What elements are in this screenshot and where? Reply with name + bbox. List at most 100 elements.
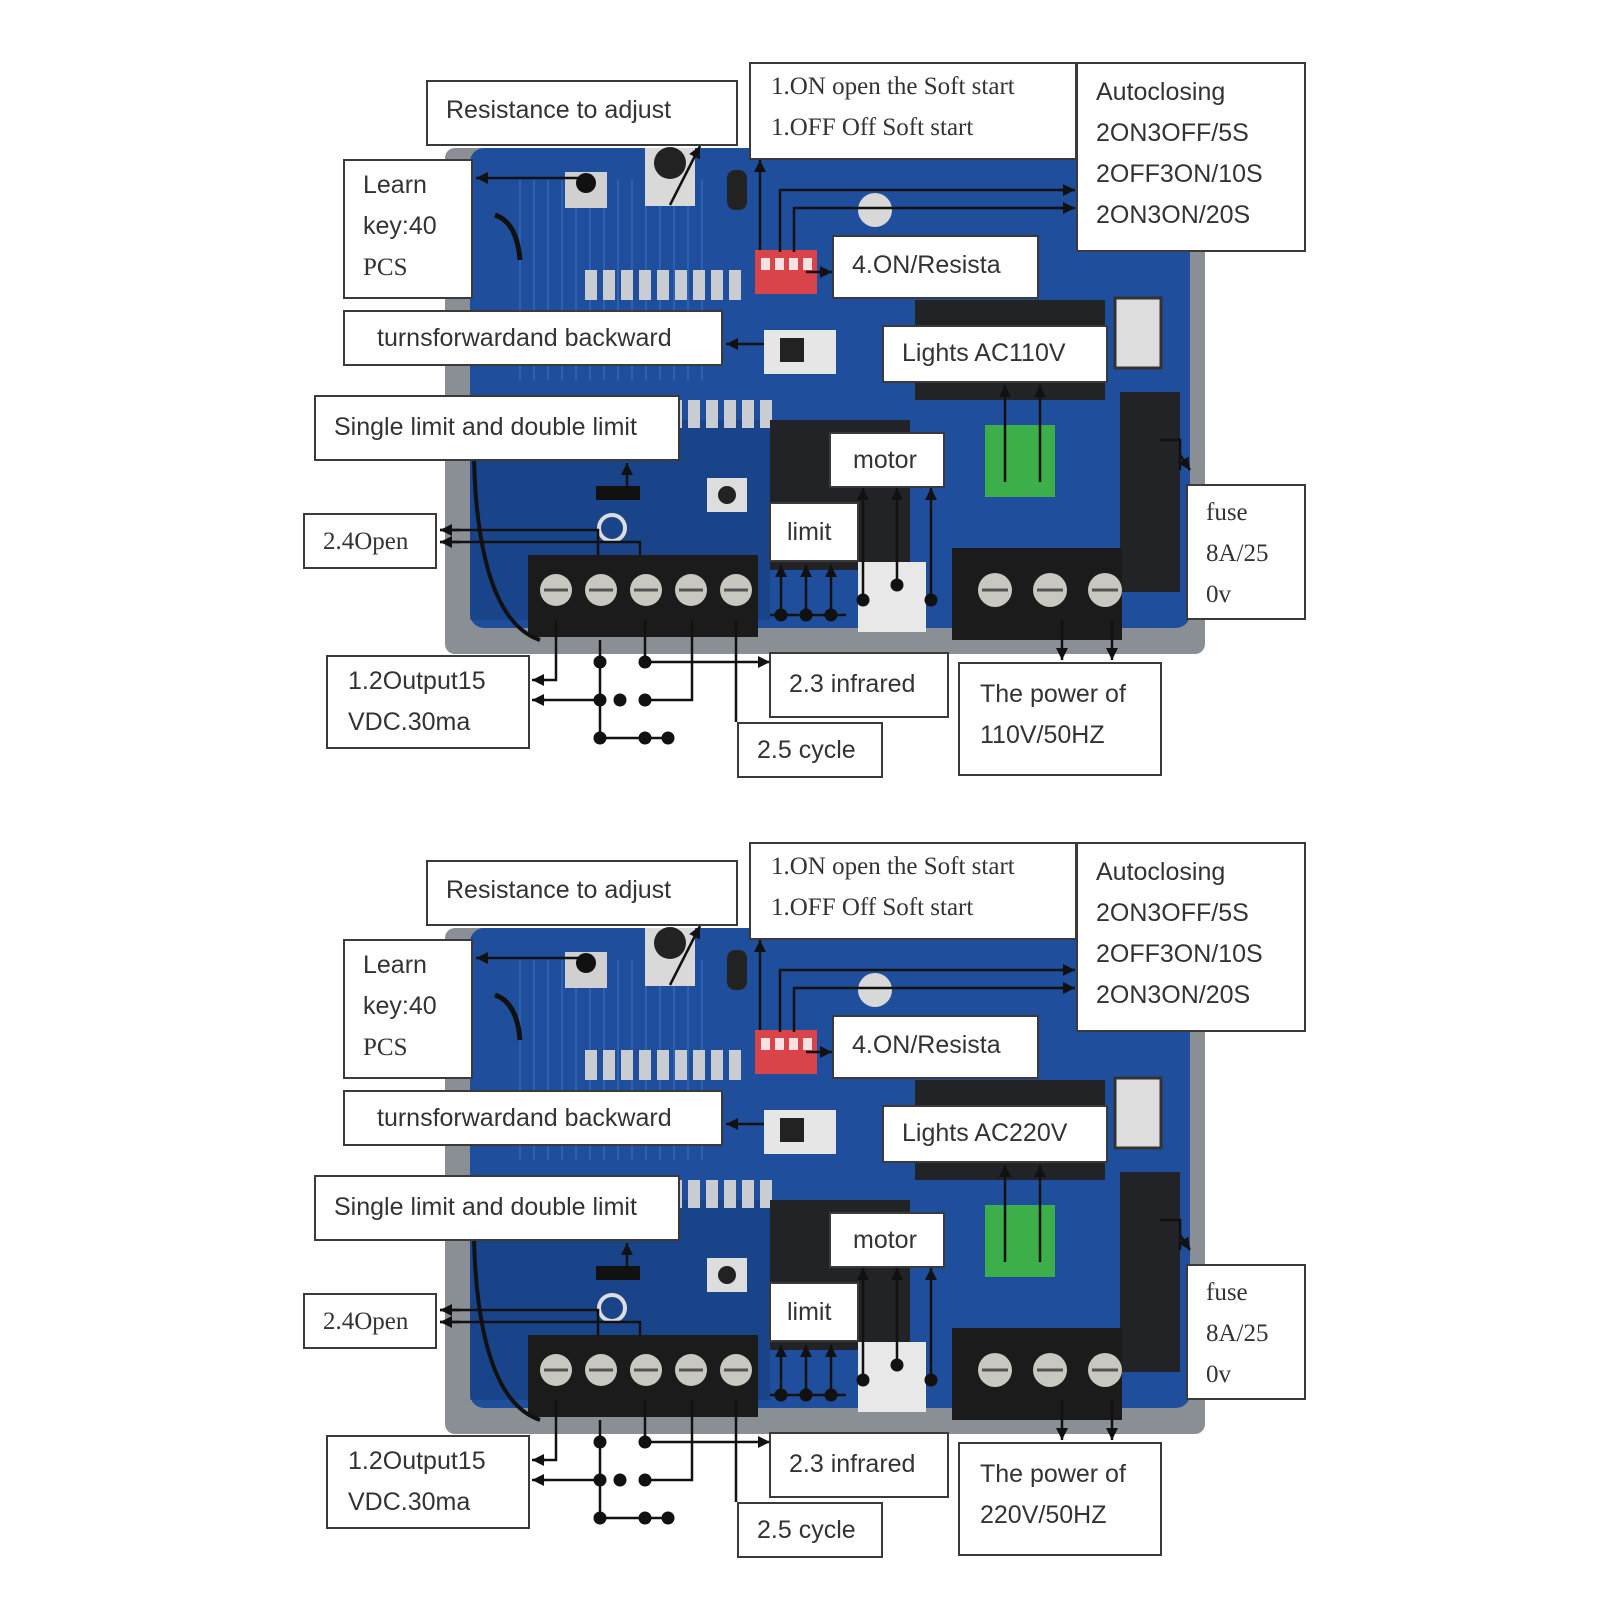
smd-component bbox=[760, 400, 772, 428]
label-learn-key: Learn key:40 PCS bbox=[343, 159, 473, 299]
smd-component bbox=[639, 1050, 651, 1080]
label-lights: Lights AC220V bbox=[882, 1105, 1108, 1163]
lights-b-arrowhead bbox=[1034, 385, 1046, 397]
fuse-holder bbox=[1120, 1172, 1180, 1372]
output-line-c bbox=[645, 1400, 694, 1482]
learn-key-arrowhead bbox=[476, 172, 488, 184]
dip-switch-lever bbox=[761, 258, 770, 270]
label-text: 0v bbox=[1206, 1361, 1231, 1388]
bus-dot bbox=[613, 1473, 627, 1487]
dip-switch-lever bbox=[789, 258, 798, 270]
label-text: motor bbox=[853, 1226, 917, 1254]
label-text: 1.2Output15 bbox=[348, 667, 486, 695]
tact-switch-cap bbox=[718, 486, 736, 504]
fuse-holder bbox=[1120, 392, 1180, 592]
label-fuse: fuse 8A/25 0v bbox=[1186, 484, 1306, 620]
label-limit: limit bbox=[769, 502, 859, 562]
smd-component bbox=[621, 270, 633, 300]
label-output: 1.2Output15 VDC.30ma bbox=[326, 1435, 530, 1529]
label-motor: motor bbox=[829, 1212, 945, 1268]
resistance-arrowhead bbox=[689, 146, 700, 160]
label-text: 2.4Open bbox=[323, 528, 409, 555]
label-text: 2ON3OFF/5S bbox=[1096, 899, 1249, 927]
dip-switch-lever bbox=[789, 1038, 798, 1050]
open-line-a bbox=[440, 528, 600, 555]
panel-stage: Resistance to adjust 1.ON open the Soft … bbox=[0, 780, 1601, 1560]
label-infrared: 2.3 infrared bbox=[769, 1432, 949, 1498]
label-text: key:40 bbox=[363, 992, 437, 1020]
label-autoclosing: Autoclosing 2ON3OFF/5S 2OFF3ON/10S 2ON3O… bbox=[1076, 842, 1306, 1032]
label-infrared: 2.3 infrared bbox=[769, 652, 949, 718]
label-text: 1.2Output15 bbox=[348, 1447, 486, 1475]
smd-component bbox=[742, 1180, 754, 1208]
label-turns-direction: turnsforwardand backward bbox=[343, 1090, 723, 1146]
label-text: 2ON3ON/20S bbox=[1096, 201, 1251, 229]
open-b-arrowhead bbox=[440, 1316, 452, 1328]
fuse-line bbox=[1160, 1218, 1182, 1250]
label-resistance-adjust: Resistance to adjust bbox=[426, 860, 738, 926]
open-line-b bbox=[440, 540, 642, 555]
autoclose-a-arrowhead bbox=[1063, 184, 1075, 196]
smd-component bbox=[693, 1050, 705, 1080]
fuse-arrowhead bbox=[1178, 456, 1190, 470]
label-text: 2.4Open bbox=[323, 1308, 409, 1335]
label-text: limit bbox=[787, 518, 832, 546]
autoclose-line-b bbox=[792, 986, 1073, 1032]
label-text: 8A/25 bbox=[1206, 540, 1269, 567]
smd-component bbox=[603, 1050, 615, 1080]
output-a-arrowhead bbox=[532, 1454, 544, 1466]
open-a-arrowhead bbox=[440, 524, 452, 536]
smd-component bbox=[724, 400, 736, 428]
dip-switch-lever bbox=[803, 258, 812, 270]
infrared-arrowhead bbox=[758, 656, 770, 668]
label-text: fuse bbox=[1206, 499, 1248, 526]
smd-component bbox=[621, 1050, 633, 1080]
label-cycle: 2.5 cycle bbox=[737, 1502, 883, 1558]
bus-dot bbox=[593, 655, 607, 669]
motor-a-arrowhead bbox=[857, 488, 869, 500]
label-soft-start: 1.ON open the Soft start 1.OFF Off Soft … bbox=[749, 62, 1077, 160]
lights-b-arrowhead bbox=[1034, 1165, 1046, 1177]
resistance-arrowhead bbox=[689, 926, 700, 940]
smd-component bbox=[729, 1050, 741, 1080]
learn-key-arrowhead bbox=[476, 952, 488, 964]
label-text: 0v bbox=[1206, 581, 1231, 608]
learn-button-cap bbox=[576, 953, 596, 973]
label-text: 4.ON/Resista bbox=[852, 1031, 1001, 1059]
softstart-arrowhead bbox=[754, 160, 766, 172]
autoclose-b-arrowhead bbox=[1063, 982, 1075, 994]
smd-component bbox=[639, 270, 651, 300]
output-b-arrowhead bbox=[532, 694, 544, 706]
open-line-b bbox=[440, 1320, 642, 1335]
fuse-arrowhead bbox=[1178, 1236, 1190, 1250]
label-text: 2.3 infrared bbox=[789, 670, 916, 698]
potentiometer-knob bbox=[654, 927, 686, 959]
label-text: 2ON3ON/20S bbox=[1096, 981, 1251, 1009]
label-text: 4.ON/Resista bbox=[852, 251, 1001, 279]
smd-component bbox=[706, 400, 718, 428]
autoclose-a-arrowhead bbox=[1063, 964, 1075, 976]
smd-component bbox=[688, 400, 700, 428]
antenna-tip bbox=[494, 992, 523, 1041]
diagram-panel-220v: Resistance to adjust 1.ON open the Soft … bbox=[0, 780, 1601, 1560]
label-text: 2.5 cycle bbox=[757, 1516, 856, 1544]
smd-component bbox=[585, 1050, 597, 1080]
label-text: limit bbox=[787, 1298, 832, 1326]
resista-arrowhead bbox=[820, 1046, 832, 1058]
plug-connector bbox=[1113, 296, 1163, 370]
label-output: 1.2Output15 VDC.30ma bbox=[326, 655, 530, 749]
label-text: 2.5 cycle bbox=[757, 736, 856, 764]
limit-connector bbox=[858, 562, 926, 632]
limit-c-arrowhead bbox=[825, 565, 837, 577]
label-limit-mode: Single limit and double limit bbox=[314, 395, 680, 461]
limit-a-arrowhead bbox=[775, 1345, 787, 1357]
bus-dot bbox=[613, 693, 627, 707]
turns-arrowhead bbox=[726, 338, 738, 350]
label-resista: 4.ON/Resista bbox=[832, 235, 1039, 299]
fuse-line bbox=[1160, 438, 1182, 470]
label-text: 2OFF3ON/10S bbox=[1096, 940, 1263, 968]
label-text: 1.ON open the Soft start bbox=[771, 73, 1015, 100]
label-text: Resistance to adjust bbox=[446, 876, 672, 904]
label-power: The power of 220V/50HZ bbox=[958, 1442, 1162, 1556]
label-text: 1.OFF Off Soft start bbox=[771, 114, 974, 141]
